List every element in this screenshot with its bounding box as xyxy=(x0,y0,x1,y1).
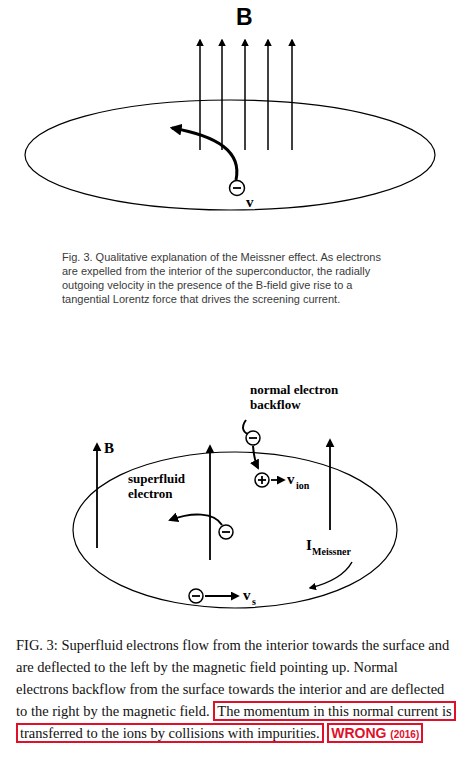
current-subscript: Meissner xyxy=(312,546,351,558)
field-arrows xyxy=(97,440,330,560)
superconductor-outline xyxy=(73,452,397,608)
current-label: I xyxy=(306,537,312,554)
superfluid-label: superfluid electron xyxy=(128,472,198,502)
verdict-stamp: WRONG (2016) xyxy=(327,723,423,743)
velocity-label: v xyxy=(246,194,254,211)
velocity-subscript: s xyxy=(252,596,256,608)
electron-symbol xyxy=(189,589,203,603)
electron-symbol xyxy=(246,431,260,445)
field-label: B xyxy=(104,440,114,457)
backflow-path xyxy=(253,446,258,468)
caption-paragraph: FIG. 3: Superfluid electrons flow from t… xyxy=(16,634,452,746)
ion-velocity xyxy=(271,479,284,481)
velocity-label: v xyxy=(287,471,295,488)
velocity-label: v xyxy=(243,587,251,604)
backflow-label: normal electron backflow xyxy=(250,383,362,413)
superfluid-velocity xyxy=(205,595,238,597)
meissner-current xyxy=(310,562,352,588)
verdict-year: (2016) xyxy=(390,729,419,740)
verdict-word: WRONG xyxy=(331,725,386,741)
electron-path xyxy=(172,128,237,180)
superfluid-path xyxy=(170,515,222,525)
field-label: B xyxy=(236,4,253,30)
superconductor-outline xyxy=(25,100,435,210)
electron-symbol xyxy=(219,525,233,539)
figure-caption: Fig. 3. Qualitative explanation of the M… xyxy=(62,250,386,306)
velocity-subscript: ion xyxy=(296,480,309,492)
ion-symbol xyxy=(255,473,269,487)
electron-symbol xyxy=(230,181,245,196)
field-arrows xyxy=(200,40,292,150)
